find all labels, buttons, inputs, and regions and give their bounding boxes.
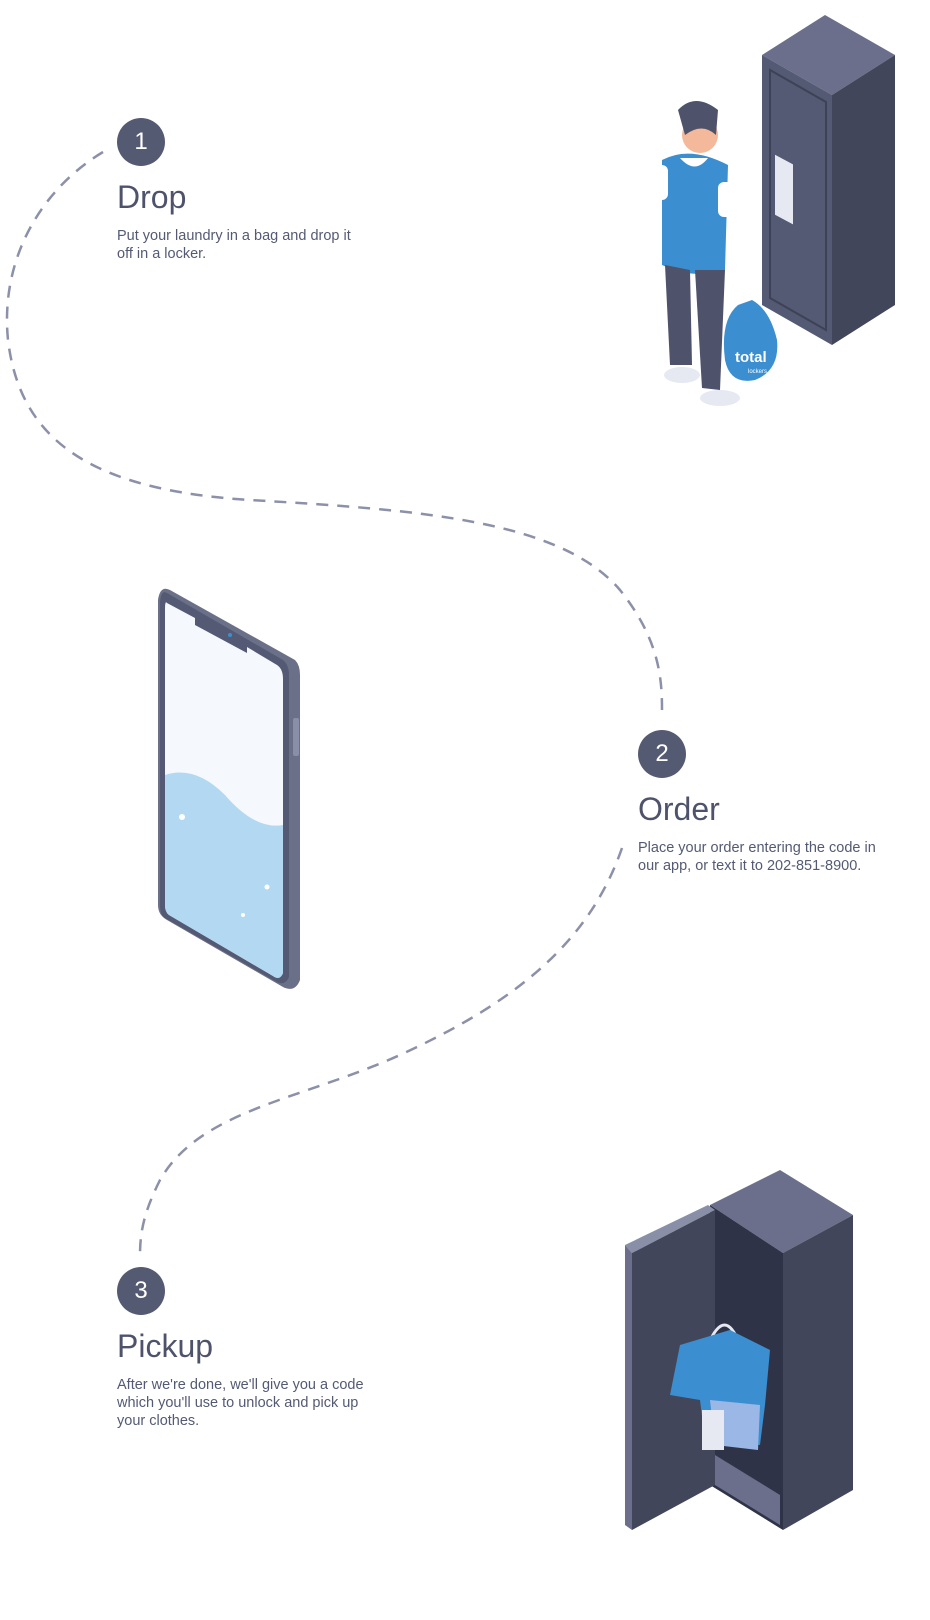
step-drop: 1 Drop Put your laundry in a bag and dro… [117, 118, 407, 263]
step-description: Put your laundry in a bag and drop it of… [117, 228, 351, 263]
bag-logo-sub: lockers [748, 369, 767, 375]
step-title: Order [638, 791, 720, 827]
step-number-badge: 1 [117, 118, 165, 166]
step-title: Drop [117, 179, 187, 215]
bag-logo-brand: total [735, 349, 767, 366]
step-number-badge: 2 [638, 730, 686, 778]
step-pickup: 3 Pickup After we're done, we'll give yo… [117, 1267, 407, 1430]
step-order: 2 Order Place your order entering the co… [638, 730, 928, 875]
phone-illustration [158, 588, 300, 989]
step-title: Pickup [117, 1328, 214, 1364]
step-number-badge: 3 [117, 1267, 165, 1315]
person-at-locker-illustration: total lockers [652, 15, 895, 406]
open-locker-illustration [625, 1170, 853, 1530]
step-description: After we're done, we'll give you a code … [117, 1377, 364, 1430]
step-description: Place your order entering the code in ou… [638, 840, 876, 875]
